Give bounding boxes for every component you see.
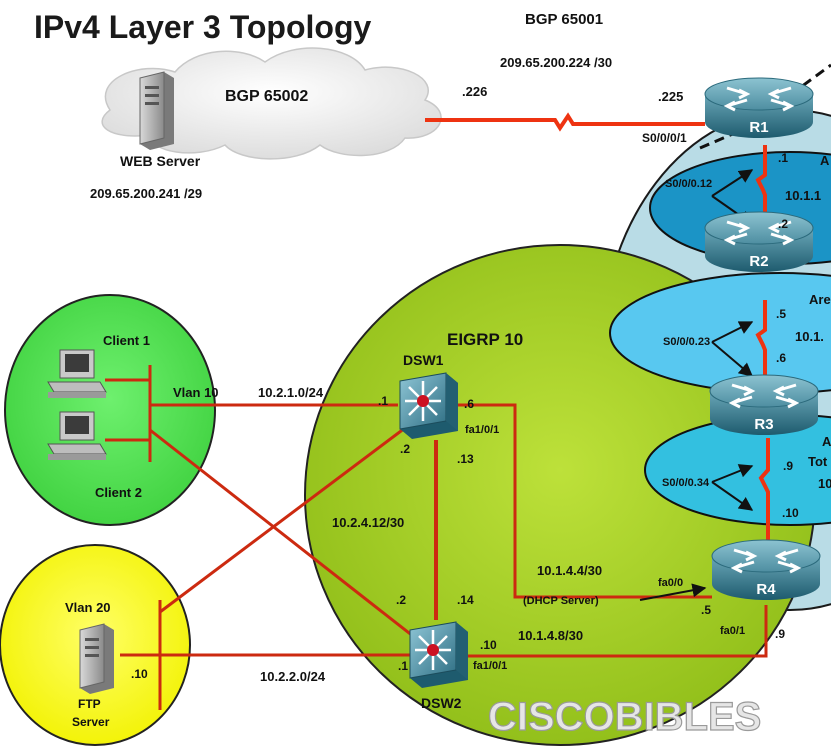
r3-router-icon xyxy=(728,383,800,409)
web-server-icon[interactable] xyxy=(139,71,174,150)
client1-label: Client 1 xyxy=(103,333,150,348)
r2-r3-link xyxy=(755,300,767,378)
r4-router[interactable]: R4 xyxy=(711,539,821,600)
ftp-ip-label: .10 xyxy=(131,667,148,681)
r4-dsw1-interface-label: fa0/0 xyxy=(658,577,683,589)
area34-network-label: 10 xyxy=(818,476,831,491)
r4-dsw2-interface-label: fa0/1 xyxy=(720,625,745,637)
vlan-bus-bars xyxy=(148,365,162,710)
area0-label: A xyxy=(820,153,830,168)
dsw1-r4-link xyxy=(457,403,712,599)
arrow-s0-23-down xyxy=(711,341,754,377)
isp-ip-label: .226 xyxy=(462,84,487,99)
r4-dhcp-ip-label: .5 xyxy=(701,603,711,617)
r1-router-icon xyxy=(723,86,795,112)
area34-label: A xyxy=(822,434,831,449)
r3-r4-r3-ip-label: .9 xyxy=(783,459,793,473)
area0-network-label: 10.1.1 xyxy=(785,188,821,203)
vlan10-label: Vlan 10 xyxy=(173,385,219,400)
dsw2-name-label: DSW2 xyxy=(421,695,462,711)
ftp-server-icon[interactable] xyxy=(79,623,114,694)
r4-name-label: R4 xyxy=(756,581,776,598)
bgp-as-local-label: BGP 65001 xyxy=(525,11,603,28)
dsw2-vlan20-ip-label: .1 xyxy=(398,659,408,673)
r2-router-icon xyxy=(723,220,795,246)
vlan20-dsw1-link xyxy=(159,426,406,614)
web-server-label: WEB Server xyxy=(120,153,201,169)
r3-r4-link xyxy=(758,438,770,540)
bgp-as-remote-label: BGP 65002 xyxy=(225,88,308,105)
ftp-label-line2: Server xyxy=(72,715,110,729)
r1-r2-interface-label: S0/0/0.12 xyxy=(665,178,712,190)
dsw2-switch[interactable] xyxy=(409,621,468,688)
r1-name-label: R1 xyxy=(749,119,768,136)
r4-dsw2-ip-label: .9 xyxy=(775,627,785,641)
r2-name-label: R2 xyxy=(749,253,768,270)
r1-r2-r2-ip-label: .2 xyxy=(778,217,788,231)
arrow-s0-12-up xyxy=(711,169,754,197)
dsw1-vlan20-ip-label: .2 xyxy=(400,442,410,456)
arrow-dhcp xyxy=(639,583,707,601)
arrow-s0-34-up xyxy=(711,464,754,483)
dsw1-dsw2-ip-label: .13 xyxy=(457,452,474,466)
r3-r4-interface-label: S0/0/0.34 xyxy=(662,477,710,489)
area12-network-label: 10.1. xyxy=(795,329,824,344)
r3-name-label: R3 xyxy=(754,416,773,433)
arrow-s0-34-down xyxy=(711,481,754,511)
area12-label: Are xyxy=(809,292,831,307)
dsw2-vlan10-ip-label: .2 xyxy=(396,593,406,607)
r3-router[interactable]: R3 xyxy=(709,374,819,435)
bgp-serial-link xyxy=(425,112,705,132)
web-server-network-label: 209.65.200.241 /29 xyxy=(90,186,202,201)
vlan20-label: Vlan 20 xyxy=(65,600,111,615)
dsw1-r4-interface-label: fa1/0/1 xyxy=(465,424,499,436)
r1-r2-link xyxy=(755,145,767,215)
r2-router[interactable]: R2 xyxy=(704,211,814,272)
dsw2-r4-link xyxy=(468,605,768,658)
vlan20-network-label: 10.2.2.0/24 xyxy=(260,669,326,684)
dsw2-r4-interface-label: fa1/0/1 xyxy=(473,660,507,672)
dsw2-r4-network-label: 10.1.4.8/30 xyxy=(518,628,583,643)
dsw1-vlan10-ip-label: .1 xyxy=(378,394,388,408)
dsw2-r4-ip-label: .10 xyxy=(480,638,497,652)
client1-pc-icon[interactable] xyxy=(47,349,107,398)
r1-router[interactable]: R1 xyxy=(704,77,814,138)
r1-bgp-interface-label: S0/0/0/1 xyxy=(642,131,687,145)
r3-r4-r4-ip-label: .10 xyxy=(782,506,799,520)
arrow-s0-23-up xyxy=(711,321,754,343)
dsw1-name-label: DSW1 xyxy=(403,352,444,368)
client-vlan10-region xyxy=(4,294,216,526)
vlan10-network-label: 10.2.1.0/24 xyxy=(258,385,324,400)
r2-r3-r2-ip-label: .5 xyxy=(776,307,786,321)
eigrp-label: EIGRP 10 xyxy=(447,330,523,349)
bgp-cloud xyxy=(101,47,442,160)
links xyxy=(105,112,770,658)
dsw1-dsw2-network-label: 10.2.4.12/30 xyxy=(332,515,404,530)
annotation-arrows xyxy=(639,169,754,601)
r2-r3-interface-label: S0/0/0.23 xyxy=(663,336,710,348)
page-title: IPv4 Layer 3 Topology xyxy=(34,9,371,45)
dsw2-dsw1-ip-label: .14 xyxy=(457,593,474,607)
r1-bgp-ip-label: .225 xyxy=(658,89,683,104)
bgp-link-network-label: 209.65.200.224 /30 xyxy=(500,55,612,70)
client2-label: Client 2 xyxy=(95,485,142,500)
dhcp-server-label: (DHCP Server) xyxy=(523,595,599,607)
r2-r3-r3-ip-label: .6 xyxy=(776,351,786,365)
dsw1-r4-ip-label: .6 xyxy=(464,397,474,411)
r1-r2-r1-ip-label: .1 xyxy=(778,151,788,165)
ftp-label-line1: FTP xyxy=(78,697,101,711)
client2-pc-icon[interactable] xyxy=(47,411,107,460)
watermark-text: CISCOBIBLES xyxy=(488,695,761,739)
dsw1-r4-network-label: 10.1.4.4/30 xyxy=(537,563,602,578)
vlan10-dsw2-link xyxy=(149,428,419,642)
dsw1-switch[interactable] xyxy=(399,372,458,439)
area34-sub-label: Tot xyxy=(808,454,828,469)
r4-router-icon xyxy=(730,548,802,574)
